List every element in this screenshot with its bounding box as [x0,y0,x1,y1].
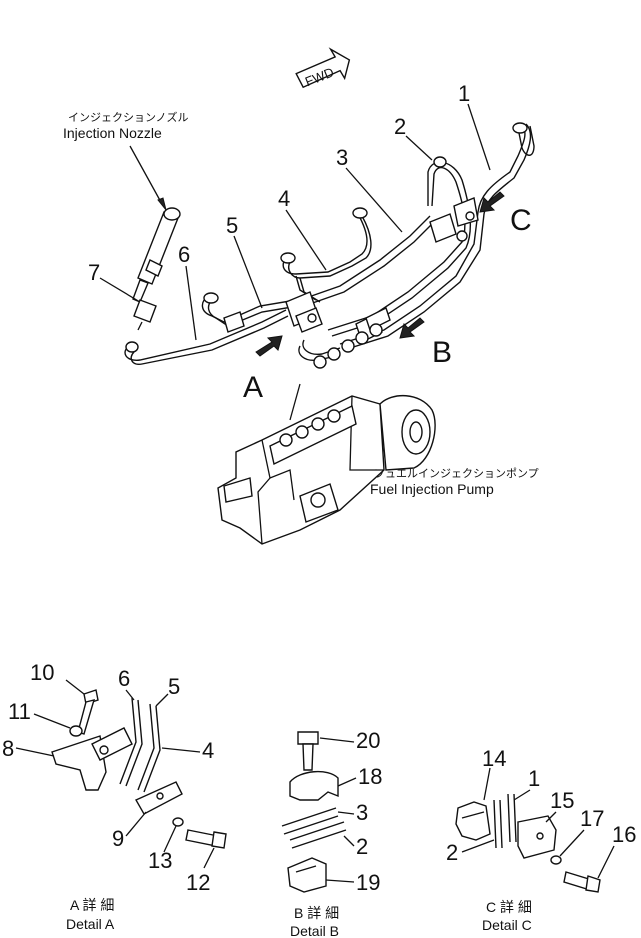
detail-c-title-en: Detail C [482,917,532,933]
detail-a-callout-5: 5 [168,674,180,699]
pump-label-jp: フュエルインジェクションポンプ [374,467,539,480]
detail-b-callout-2: 2 [356,834,368,859]
detail-a-callout-4: 4 [202,738,214,763]
detail-b-callout-3: 3 [356,800,368,825]
clamp-c [429,197,479,243]
nozzle-fitting-7 [133,299,157,331]
view-letter-b: B [432,336,452,369]
detail-c-title-jp: C 詳 細 [486,899,532,915]
detail-a-callout-8: 8 [2,736,14,761]
pipe-4 [280,207,372,303]
callout-3: 3 [336,145,348,170]
detail-b-callout-18: 18 [358,764,382,789]
pipe-6 [124,309,289,366]
pipe-1 [339,122,535,351]
callout-2: 2 [394,114,406,139]
clamp-a [285,291,323,333]
detail-b-title-jp: B 詳 細 [294,905,339,921]
detail-a-callout-11: 11 [8,699,31,724]
detail-a-callout-12: 12 [186,870,210,895]
detail-c-callout-14: 14 [482,746,506,771]
pipe-2 [327,156,471,337]
detail-c-callout-17: 17 [580,806,604,831]
view-arrow-a: A [243,335,283,404]
pipe-5 [201,292,299,333]
detail-c: 14 1 15 17 2 16 C 詳 細 Detail C [446,746,636,933]
callout-7: 7 [88,260,100,285]
nozzle-label-jp: インジェクションノズル [68,110,188,124]
detail-b-title-en: Detail B [290,923,339,938]
detail-b: 20 18 3 2 19 B 詳 細 Detail B [281,728,382,938]
delivery-valves [298,323,383,369]
nozzle-label-en: Injection Nozzle [63,125,162,141]
fwd-arrow: FWD [295,47,351,89]
pump-label-en: Fuel Injection Pump [370,481,494,497]
callout-5: 5 [226,213,238,238]
detail-a: 10 11 8 6 5 4 9 13 12 A 詳 細 Detail A [2,660,227,932]
main-callouts: 1 2 3 4 5 6 7 [88,81,491,341]
detail-a-callout-9: 9 [112,826,124,851]
pipe-3 [299,215,435,307]
callout-6: 6 [178,242,190,267]
detail-a-title-en: Detail A [66,916,115,932]
callout-1: 1 [458,81,470,106]
detail-b-callout-20: 20 [356,728,380,753]
view-arrow-c: C [479,191,532,237]
detail-a-callout-10: 10 [30,660,54,685]
detail-a-callout-13: 13 [148,848,172,873]
view-arrow-b: B [399,317,452,369]
injection-nozzle [132,207,181,303]
view-letter-a: A [243,371,263,404]
detail-a-callout-6: 6 [118,666,130,691]
detail-a-title-jp: A 詳 細 [70,897,114,913]
view-letter-c: C [510,204,532,237]
detail-c-callout-1: 1 [528,766,540,791]
callout-4: 4 [278,186,290,211]
detail-b-callout-19: 19 [356,870,380,895]
detail-c-callout-15: 15 [550,788,574,813]
fuel-injection-pump [217,383,436,545]
detail-c-callout-2: 2 [446,840,458,865]
detail-c-callout-16: 16 [612,822,636,847]
